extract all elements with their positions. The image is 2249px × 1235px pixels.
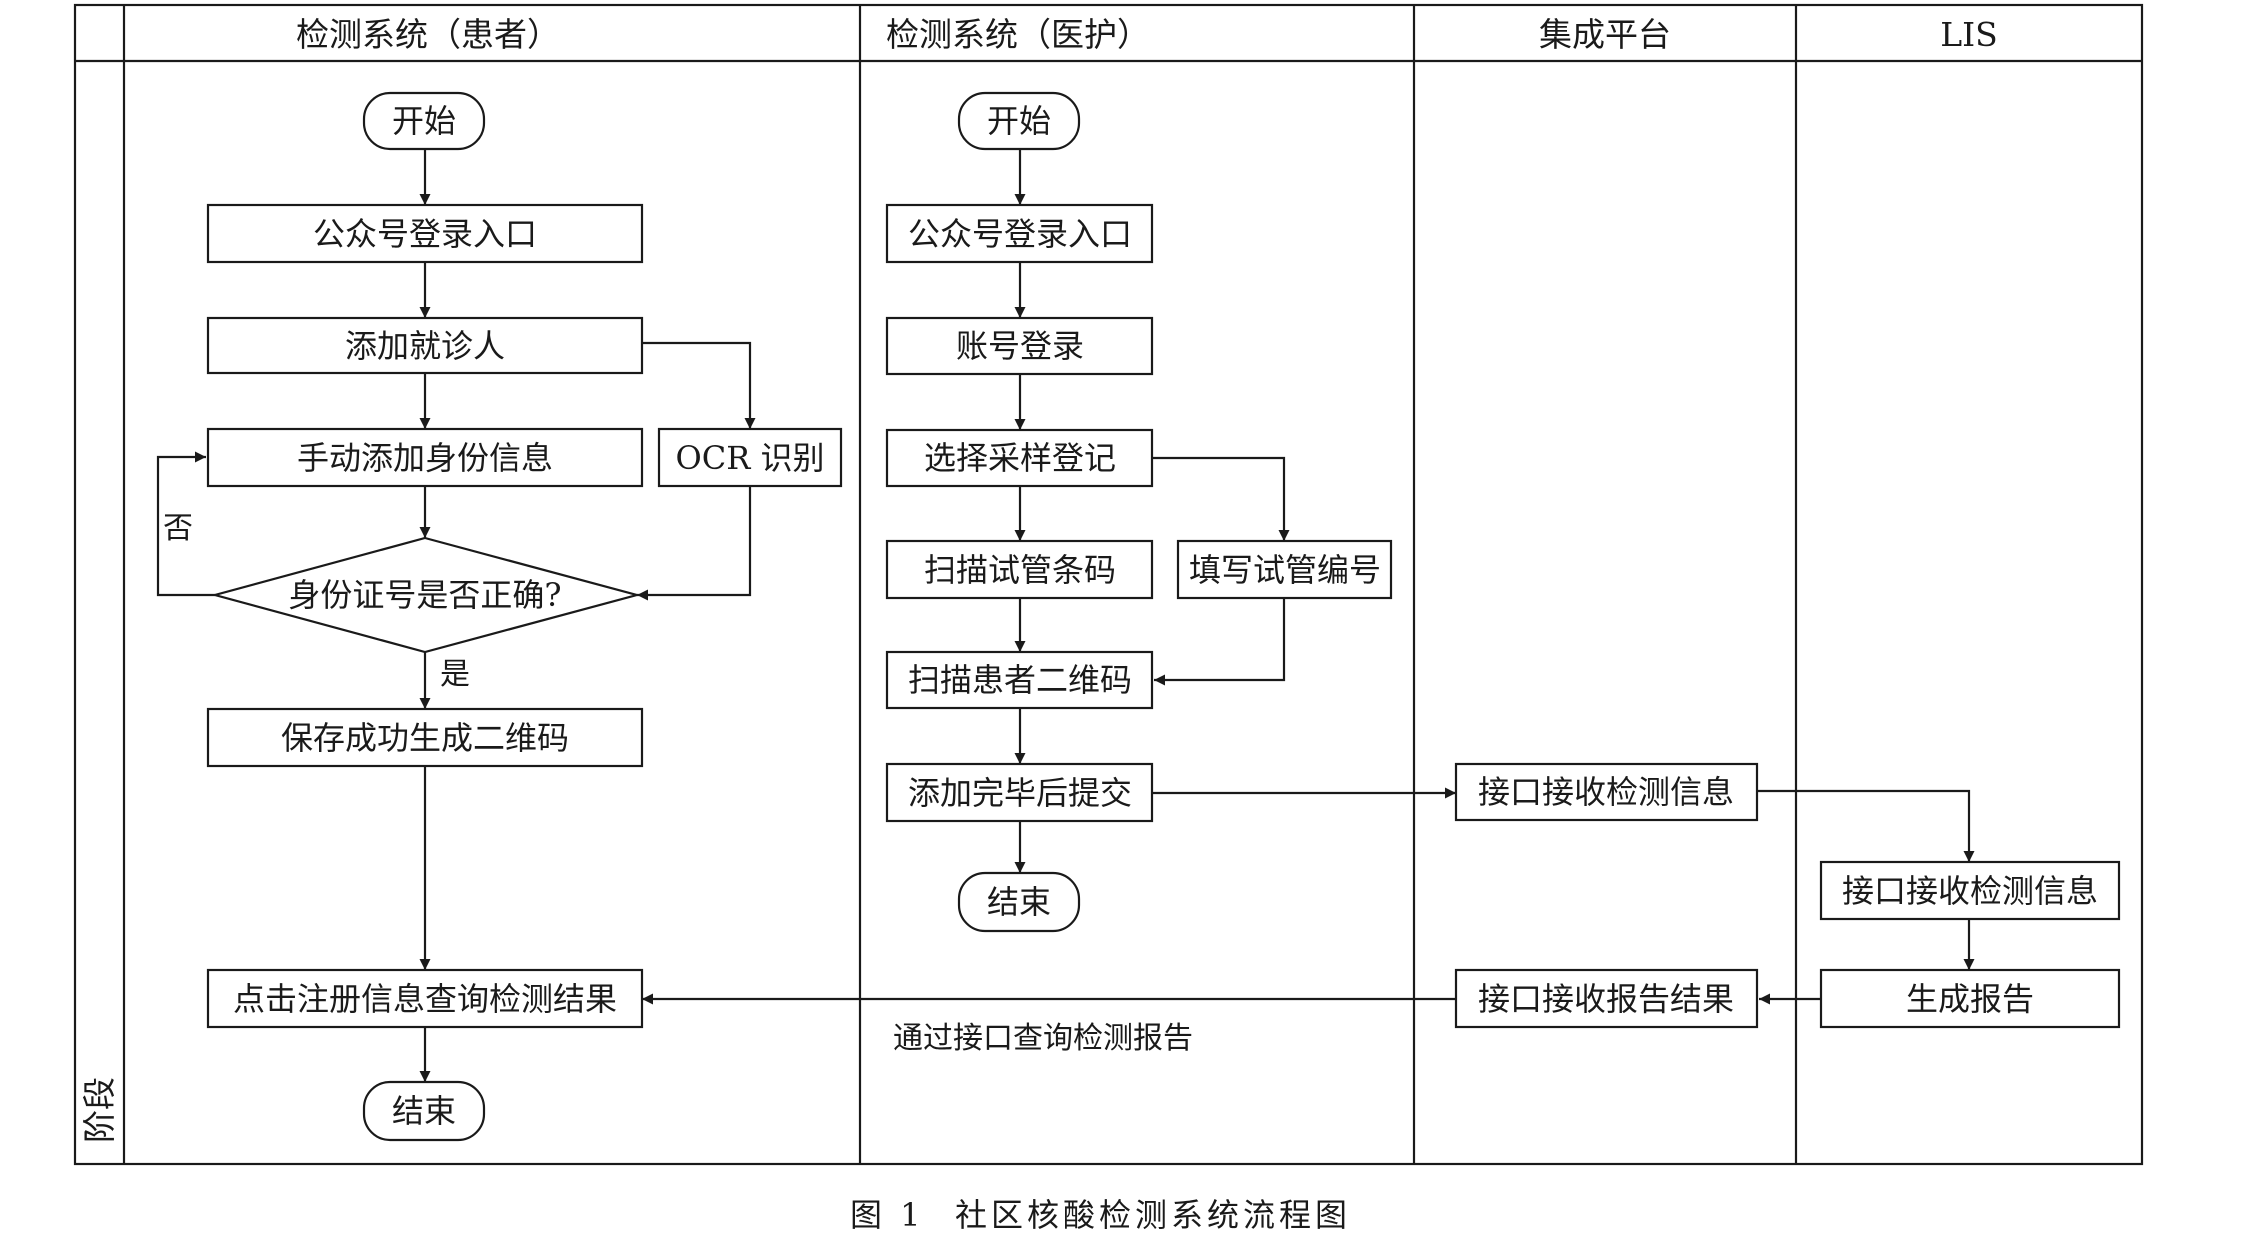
patient-end-label: 结束 [392,1092,456,1130]
medical-end: 结束 [957,871,1081,933]
medical-end-label: 结束 [987,883,1051,921]
terminal-shape [957,91,1081,151]
outer-border [73,3,2144,1166]
id-decision: 身份证号是否正确? [210,536,642,654]
lis-receive-info-label: 接口接收检测信息 [1842,872,2098,910]
add-patient-box: 添加就诊人 [206,316,644,375]
decision-diamond [210,536,642,654]
lane-header-platform: 集成平台 [1539,15,1671,54]
process-shape [885,762,1154,823]
decision-label: 身份证号是否正确? [288,576,561,614]
medical-start-label: 开始 [987,102,1051,140]
process-shape [885,428,1154,488]
query-label: 点击注册信息查询检测结果 [233,980,617,1018]
scan-qr-label: 扫描患者二维码 [908,661,1132,699]
account-login-box: 账号登录 [885,316,1154,376]
process-shape [885,650,1154,710]
process-shape [1819,860,2121,921]
lis-receive-info-box: 接口接收检测信息 [1819,860,2121,921]
manual-add-box: 手动添加身份信息 [206,427,644,488]
figure-caption-text: 社区核酸检测系统流程图 [955,1196,1351,1234]
ocr-label: OCR 识别 [676,439,825,477]
process-shape [206,707,644,768]
process-shape [1454,762,1759,822]
ocr-box: OCR 识别 [657,427,843,488]
process-shape [885,203,1154,264]
terminal-shape [362,1080,486,1142]
add-patient-label: 添加就诊人 [345,327,505,365]
patient-end: 结束 [362,1080,486,1142]
terminal-shape [957,871,1081,933]
save-box: 保存成功生成二维码 [206,707,644,768]
lane-header-patient: 检测系统（患者） [296,15,560,54]
process-shape [885,539,1154,600]
process-shape [885,316,1154,376]
scan-tube-box: 扫描试管条码 [885,539,1154,600]
arrow-platform-to-lis [1757,789,1975,862]
arrow-ocr-to-decision [637,486,752,601]
platform-receive-report-box: 接口接收报告结果 [1454,968,1759,1029]
select-sampling-box: 选择采样登记 [885,428,1154,488]
medical-login-box: 公众号登录入口 [885,203,1154,264]
save-label: 保存成功生成二维码 [281,719,569,757]
arrow-select-to-fill-tube [1152,456,1290,541]
query-box: 点击注册信息查询检测结果 [206,968,644,1029]
lis-generate-box: 生成报告 [1819,968,2121,1029]
account-login-label: 账号登录 [956,327,1084,365]
lis-generate-label: 生成报告 [1906,980,2034,1018]
patient-login-label: 公众号登录入口 [313,215,537,253]
manual-add-label: 手动添加身份信息 [297,439,553,477]
fill-tube-box: 填写试管编号 [1176,539,1393,600]
patient-login-box: 公众号登录入口 [206,203,644,264]
query-via-interface-annotation: 通过接口查询检测报告 [893,1021,1193,1056]
process-shape [1176,539,1393,600]
submit-box: 添加完毕后提交 [885,762,1154,823]
process-shape [1819,968,2121,1029]
figure-caption-label: 图 1 [850,1196,925,1234]
medical-start: 开始 [957,91,1081,151]
process-shape [1454,968,1759,1029]
arrow-fill-tube-to-scan-qr [1154,598,1286,686]
process-shape [206,203,644,264]
terminal-shape [362,91,486,151]
medical-connectors [1014,149,1290,873]
lane-header-lis: LIS [1940,15,1998,54]
process-shape [206,968,644,1029]
arrow-decision-no-loop [156,451,215,597]
submit-label: 添加完毕后提交 [908,774,1132,812]
patient-connectors [156,149,756,1082]
process-shape [206,427,644,488]
scan-tube-label: 扫描试管条码 [924,551,1116,589]
scan-qr-box: 扫描患者二维码 [885,650,1154,710]
patient-start-label: 开始 [392,102,456,140]
medical-login-label: 公众号登录入口 [908,215,1132,253]
yes-branch-label: 是 [440,657,470,692]
patient-start: 开始 [362,91,486,151]
no-branch-label: 否 [163,511,193,546]
platform-receive-info-label: 接口接收检测信息 [1478,773,1734,811]
swimlane-frame [73,3,2144,1166]
process-shape [206,316,644,375]
platform-receive-info-box: 接口接收检测信息 [1454,762,1759,822]
fill-tube-label: 填写试管编号 [1189,551,1381,589]
platform-receive-report-label: 接口接收报告结果 [1478,980,1734,1018]
lane-header-medical: 检测系统（医护） [886,15,1150,54]
cross-lane-connectors [642,787,1975,1005]
arrow-add-to-ocr [640,341,756,429]
lane-header-stage: 阶段 [80,1077,119,1143]
select-sampling-label: 选择采样登记 [924,439,1116,477]
process-shape [657,427,843,488]
